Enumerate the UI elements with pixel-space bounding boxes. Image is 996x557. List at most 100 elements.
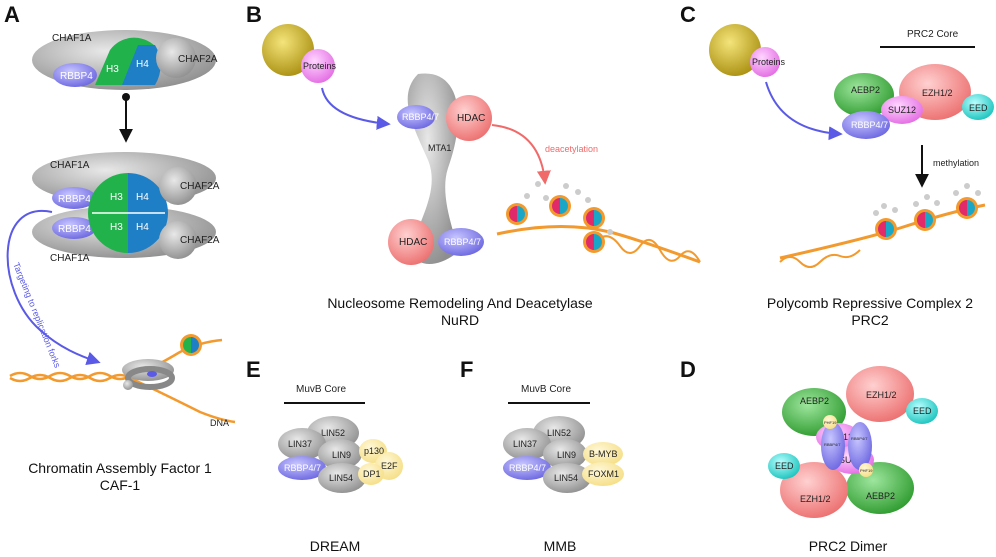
rbbp47-label-d-right: RBBP4/7 [851,436,868,441]
caption-f: MMB [544,538,577,554]
connector-dot [122,93,130,101]
rbbp4-label-upper: RBBP4 [58,194,91,205]
panel-a-letter: A [4,2,20,27]
ezh12-blob-d-top [846,366,914,422]
dna-strand-b [9,373,131,383]
caf1-on-fork-ring [125,366,175,390]
nucleosome-half-a [586,234,594,250]
chromatin-b-tail [599,235,701,263]
caption-a-line1: Chromatin Assembly Factor 1 [28,460,212,476]
p130-label: p130 [364,446,384,456]
eed-label-d-top: EED [913,406,932,416]
proteins-yellow-sphere [262,24,314,76]
rbbp4-blob-lower [52,217,96,239]
lin54-label-e: LIN54 [329,473,353,483]
chaf2a-label-lower: CHAF2A [180,235,220,246]
me-mark [953,190,959,196]
ezh12-label-d-top: EZH1/2 [866,390,897,400]
bmyb-label: B-MYB [589,449,618,459]
caf1-rbbp-dot [147,371,157,377]
phf19-blob-top [823,415,837,429]
lin37-label-f: LIN37 [513,439,537,449]
nucleosome-half-a [552,198,560,214]
ac-mark [607,229,613,235]
lin37-blob-e [278,428,326,460]
me-mark [881,203,887,209]
panel-f: F MuvB Core LIN52 LIN37 LIN9 RBBP4/7 LIN… [460,357,624,554]
hdac-label-top: HDAC [457,113,485,124]
rbbp47-blob-b-bottom [438,228,484,256]
me-mark [975,190,981,196]
eed-blob-d-bottom [768,453,800,479]
me-mark [892,207,898,213]
dna-strand-a [9,371,131,381]
mta1-label: MTA1 [428,143,451,153]
chaf1a-label-lower: CHAF1A [50,253,90,264]
chaf2a-label-upper: CHAF2A [180,181,220,192]
chaf2a-sphere-lower [159,221,197,259]
rbbp4-label-lower: RBBP4 [58,224,91,235]
aebp2-blob-c [834,73,894,117]
aebp2-label-d-bottom: AEBP2 [866,491,895,501]
caption-c-line1: Polycomb Repressive Complex 2 [767,295,973,311]
deacetylation-label: deacetylation [545,144,598,154]
ezh12-label-c: EZH1/2 [922,88,953,98]
eed-blob-c [962,94,994,120]
ezh12-label-d-bottom: EZH1/2 [800,494,831,504]
muvb-core-title-f: MuvB Core [521,384,571,395]
targeting-arrow [6,209,101,366]
panel-e: E MuvB Core LIN52 LIN37 LIN9 RBBP4/7 LIN… [246,357,403,554]
rbbp47-blob-d-left [821,422,845,470]
aebp2-label-d-top: AEBP2 [800,396,829,406]
fork-nucleosome-h3 [183,337,191,353]
lin9-blob-f [543,439,587,469]
prc2-core-title: PRC2 Core [907,29,959,40]
nucleosome-half-b [594,234,602,250]
h4-label-top: H4 [136,59,149,70]
suz12-label-c: SUZ12 [888,105,916,115]
h4-label-lower: H4 [136,222,149,233]
chromatin-c-tail [779,249,861,268]
h3-label-top: H3 [106,64,119,75]
nucleosome-half-a [917,212,925,228]
panel-e-letter: E [246,357,261,382]
lin37-blob-f [503,428,551,460]
nucleosome-half-a [959,200,967,216]
nucleosome-half-a [878,221,886,237]
ac-mark [575,189,581,195]
lin9-label-f: LIN9 [557,450,576,460]
methylation-label: methylation [933,158,979,168]
rbbp47-blob-c [842,111,890,139]
phf19-blob-bottom [859,463,873,477]
lin54-blob-f [543,463,591,493]
proteins-yellow-sphere-c [709,24,761,76]
panel-b: B Proteins MTA1 RBBP4/7 HDAC HDAC RBBP4/… [246,2,701,328]
ac-mark [524,193,530,199]
chaf2a-sphere-upper [159,167,197,205]
hdac-sphere-top [446,95,492,141]
eed-label-c: EED [969,103,988,113]
foxm1-blob [582,462,624,486]
foxm1-label: FOXM1 [588,469,619,479]
proteins-label-b: Proteins [303,61,337,71]
me-mark [913,201,919,207]
nucleosome-half-b [594,210,602,226]
rbbp47-label-d-left: RBBP4/7 [824,442,841,447]
lin37-label-e: LIN37 [288,439,312,449]
dp1-label: DP1 [363,469,381,479]
nucleosome-b-3 [583,197,605,229]
rbbp47-blob-f [503,456,551,480]
panel-d: D AEBP2 EZH1/2 EED AEBP2 EZH1/2 EED SUZ1… [680,357,938,554]
recruit-arrow-c [765,81,843,141]
caption-b-line2: NuRD [441,312,479,328]
nucleosome-half-a [509,206,517,222]
hdac-sphere-bottom [388,219,434,265]
panel-c: C Proteins PRC2 Core AEBP2 EZH1/2 SUZ12 … [680,2,994,328]
nucleosome-half-b [560,198,568,214]
rbbp4-blob-upper [52,187,96,209]
phf19-label-top: PHF19 [824,420,837,425]
me-mark [873,210,879,216]
hdac-label-bottom: HDAC [399,237,427,248]
lin52-label-f: LIN52 [547,428,571,438]
panel-b-letter: B [246,2,262,27]
